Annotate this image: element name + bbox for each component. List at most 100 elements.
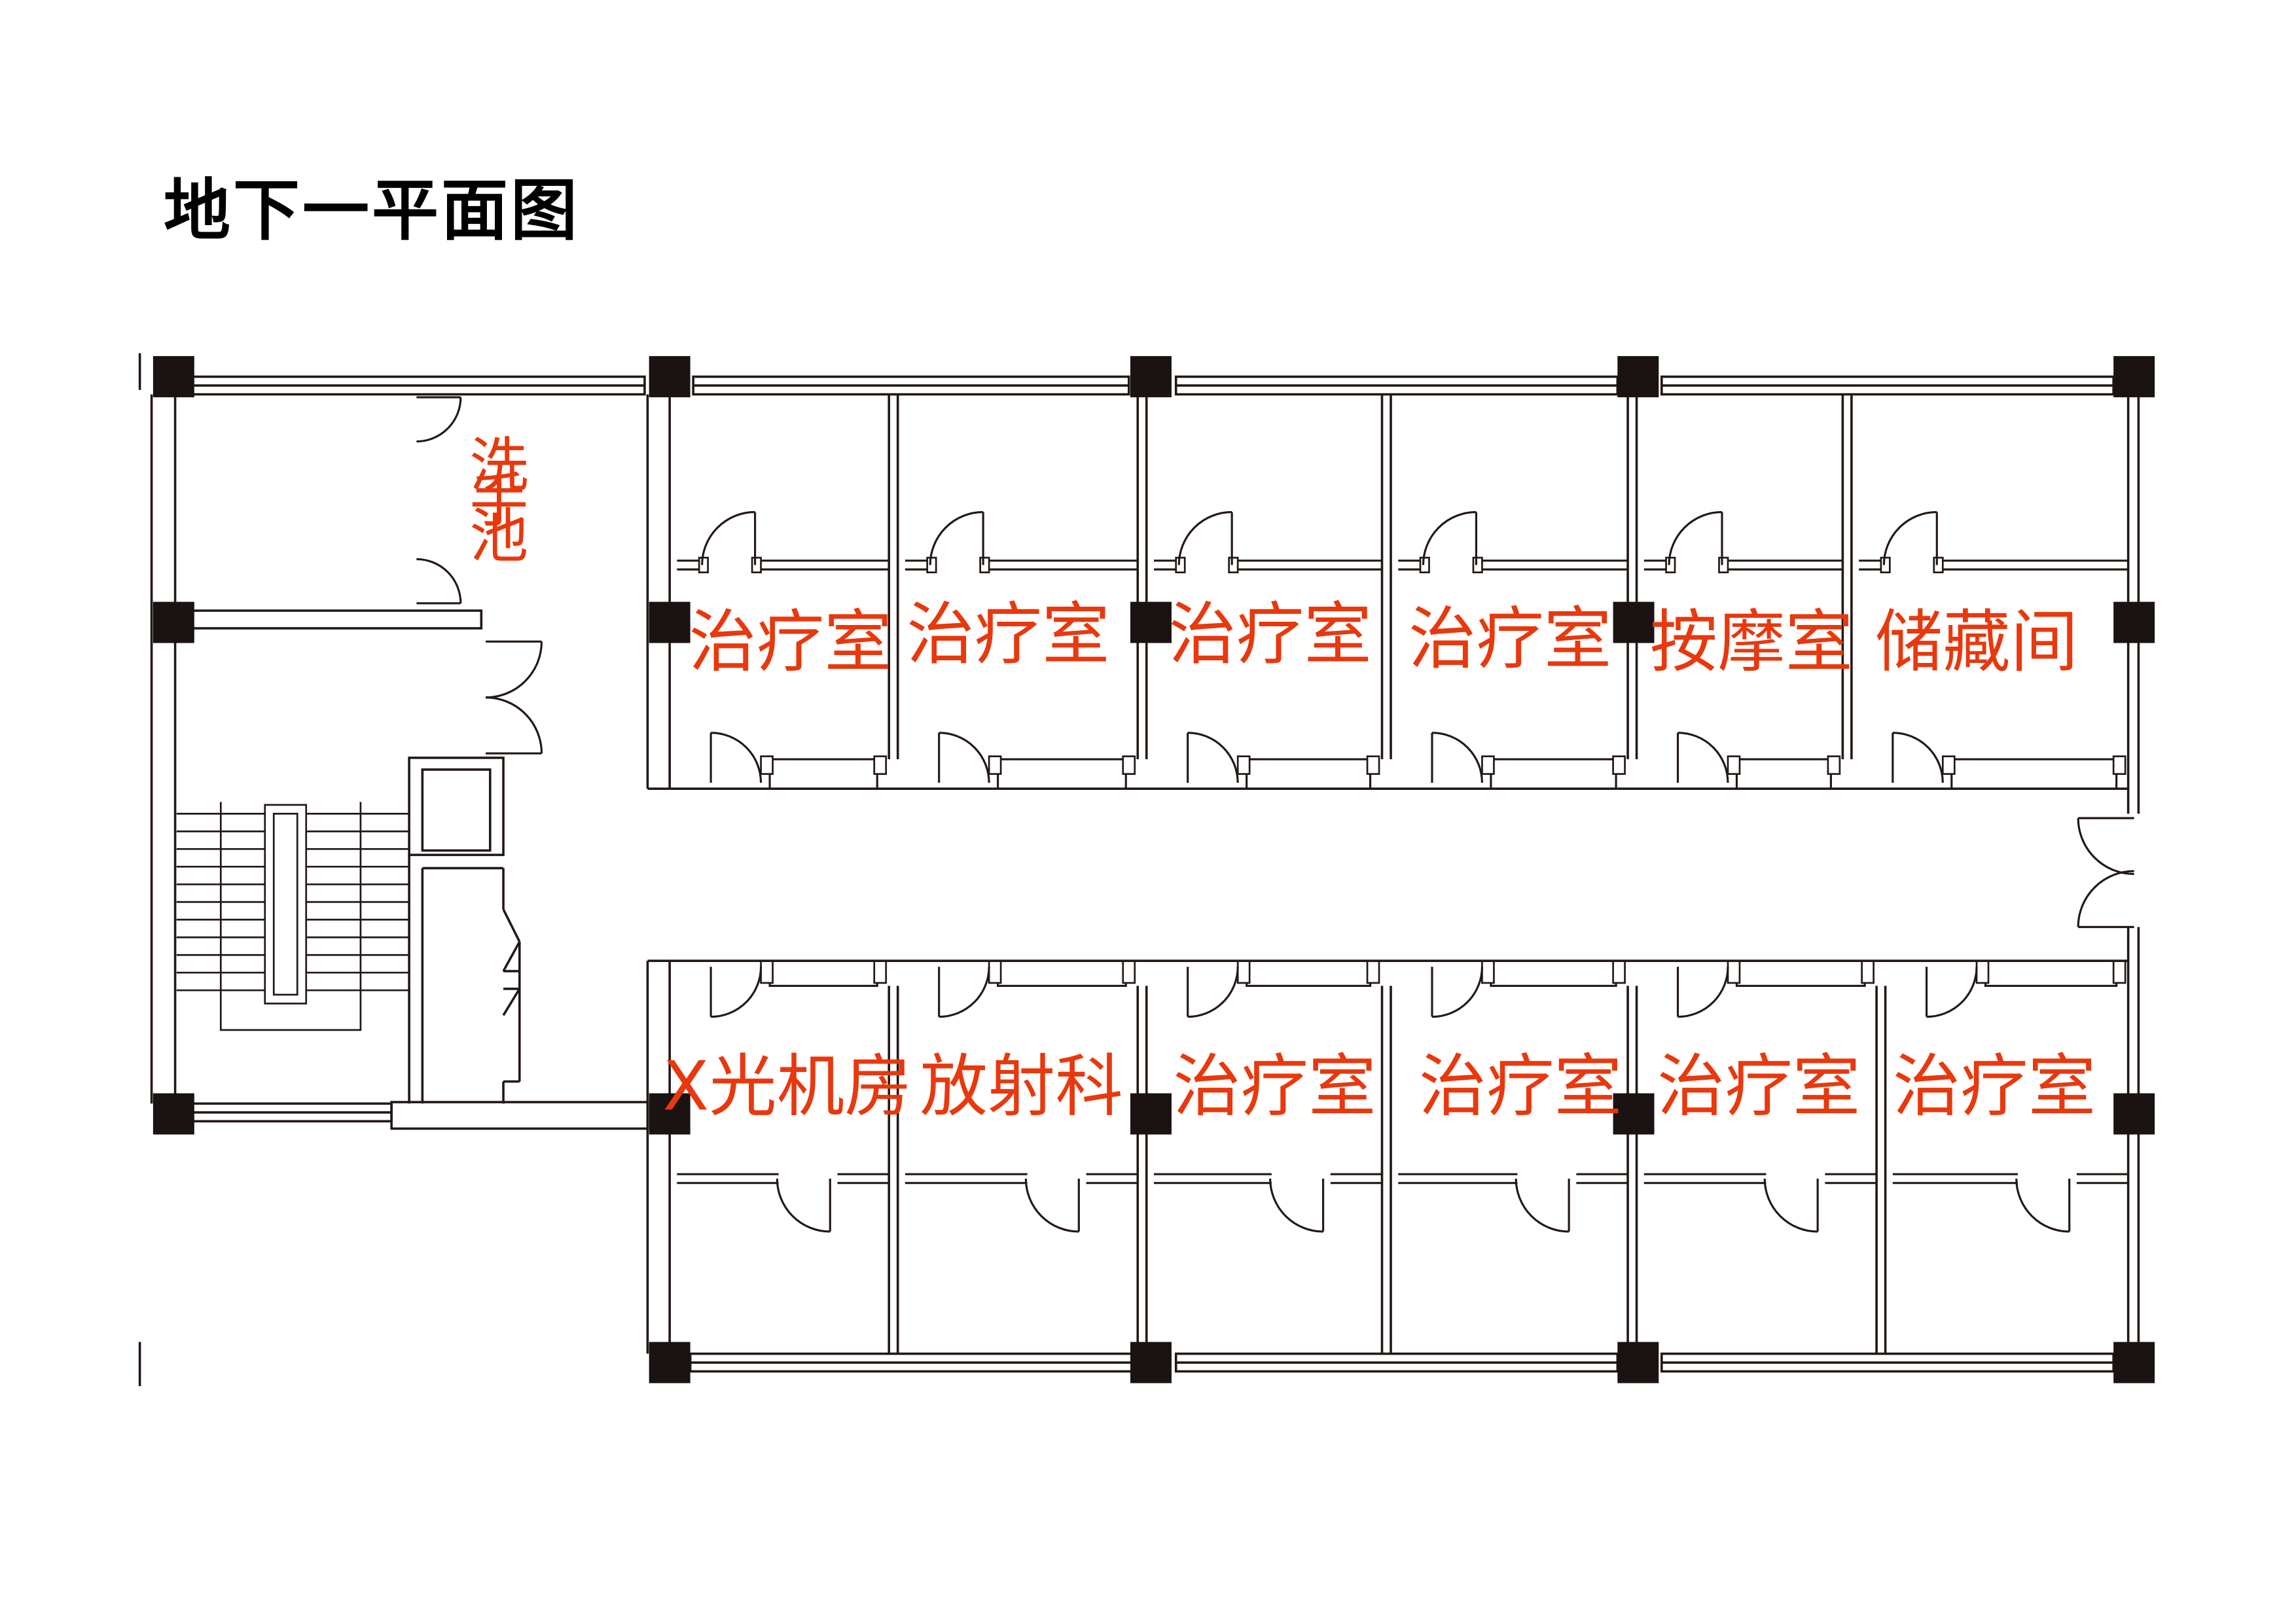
walls — [138, 353, 2140, 1387]
washroom-label-char: 洗 — [469, 432, 528, 500]
corridor-window — [1984, 959, 2118, 988]
window-jamb — [1366, 755, 1380, 776]
door-swing — [416, 397, 462, 443]
room-labels: 治疗室治疗室治疗室治疗室按摩室储藏间X光机房放射科治疗室治疗室治疗室治疗室洗手池 — [469, 432, 2096, 1126]
washroom-label-char: 手 — [469, 467, 528, 535]
window-jamb — [1727, 755, 1741, 776]
column — [1617, 356, 1659, 398]
corridor-window — [768, 959, 878, 988]
room-label-top: 按摩室 — [1650, 603, 1853, 681]
lobby-wall — [390, 1101, 649, 1130]
window-jamb — [1481, 959, 1495, 984]
door-swing — [416, 558, 462, 603]
room-label-top: 治疗室 — [1408, 600, 1611, 679]
door-jamb — [1718, 556, 1729, 573]
column — [1613, 1093, 1655, 1135]
window-jamb — [1366, 959, 1380, 984]
corridor-window — [997, 758, 1127, 790]
column — [152, 601, 194, 643]
column — [649, 1093, 691, 1135]
column — [2113, 601, 2155, 643]
door-swing — [711, 732, 762, 783]
room-label-top: 治疗室 — [906, 596, 1109, 674]
window-jamb — [2112, 959, 2126, 984]
window-jamb — [1481, 755, 1495, 776]
door-swing — [1432, 967, 1484, 1018]
window-jamb — [1122, 755, 1136, 776]
room-label-bottom: X光机房 — [662, 1047, 912, 1126]
door-swing — [1269, 1178, 1323, 1233]
window-jamb — [1236, 755, 1251, 776]
stair-landing — [219, 802, 362, 1031]
door-swing — [939, 967, 990, 1018]
room-label-bottom: 治疗室 — [1657, 1047, 1860, 1126]
column — [2113, 356, 2155, 398]
door-swing — [486, 696, 543, 754]
window-jamb — [2112, 755, 2126, 776]
column — [649, 356, 691, 398]
corridor-window — [1490, 959, 1617, 988]
window-jamb — [1727, 959, 1741, 984]
window-jamb — [1941, 755, 1956, 776]
door-swing — [1187, 732, 1239, 783]
corridor-window — [1490, 758, 1617, 790]
door-jamb — [1228, 556, 1239, 573]
door-swing — [1892, 732, 1944, 783]
column — [649, 601, 691, 643]
door-swing — [1515, 1178, 1570, 1233]
door-swing — [711, 967, 762, 1018]
window-jamb — [873, 959, 888, 984]
stair-core — [408, 757, 505, 857]
room-label-bottom: 放射科 — [920, 1047, 1122, 1126]
column — [1617, 1342, 1659, 1383]
window-jamb — [1827, 755, 1841, 776]
stair-well-inner — [272, 813, 298, 996]
door-swing — [1677, 967, 1729, 1018]
corridor-window — [1246, 959, 1372, 988]
doors — [416, 396, 2134, 1233]
stairs — [176, 802, 410, 1031]
corridor-window — [997, 959, 1127, 988]
door-jamb — [698, 556, 709, 573]
page-title: 地下一平面图 — [164, 172, 580, 250]
door-swing — [1882, 510, 1937, 565]
window-jamb — [988, 755, 1002, 776]
column — [152, 356, 194, 398]
column — [1613, 601, 1655, 643]
corridor-window — [768, 758, 878, 790]
window-jamb — [873, 755, 888, 776]
door-swing — [1177, 510, 1232, 565]
window-jamb — [988, 959, 1002, 984]
stair-core — [421, 768, 492, 852]
window-jamb — [1122, 959, 1136, 984]
corridor-window — [1246, 758, 1372, 790]
door-swing — [929, 510, 984, 565]
door-jamb — [1665, 556, 1676, 573]
door-swing — [2077, 870, 2134, 927]
column — [152, 1093, 194, 1135]
room-label-bottom: 治疗室 — [1893, 1047, 2096, 1126]
door-swing — [1668, 510, 1723, 565]
door-swing — [701, 510, 755, 565]
room-label-top: 储藏间 — [1875, 603, 2078, 681]
window-jamb — [1861, 959, 1874, 984]
window-jamb — [760, 959, 774, 984]
door-swing — [1432, 732, 1484, 783]
window-jamb — [1612, 755, 1626, 776]
door-jamb — [1175, 556, 1186, 573]
room-label-top: 治疗室 — [1168, 596, 1371, 674]
column — [1130, 1342, 1172, 1383]
column — [2113, 1342, 2155, 1383]
shaft-wall — [502, 988, 521, 1016]
door-jamb — [1419, 556, 1430, 573]
door-swing — [1422, 510, 1477, 565]
window-jamb — [1975, 959, 1990, 984]
stair-well — [264, 804, 308, 1005]
window-jamb — [1236, 959, 1251, 984]
door-jamb — [979, 556, 990, 573]
window-jamb — [760, 755, 774, 776]
partition-wall — [191, 609, 483, 630]
door-jamb — [926, 556, 937, 573]
door-swing — [1187, 967, 1239, 1018]
